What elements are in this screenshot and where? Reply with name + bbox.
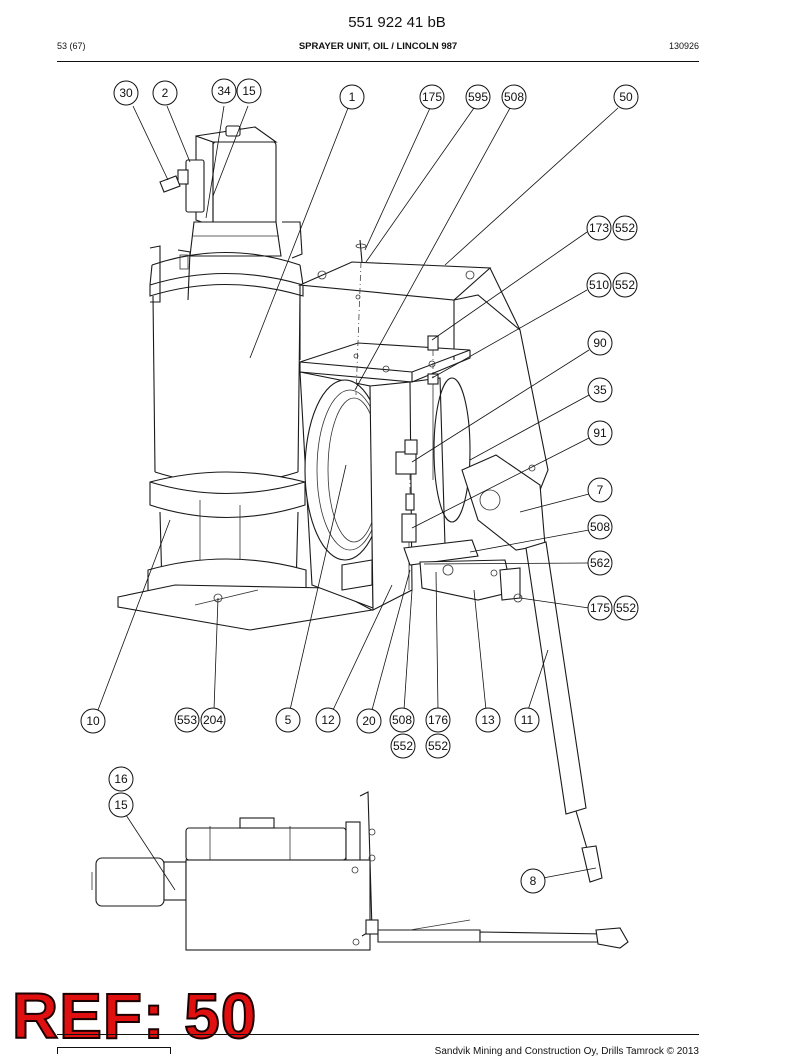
svg-text:175: 175 [422,90,442,104]
pump-cylinder [117,125,374,631]
svg-text:35: 35 [593,383,607,397]
svg-text:508: 508 [504,90,524,104]
callout-bubbles: 30 2 34 15 1 175 595 508 50 173 552 510 … [80,78,639,894]
callout-8: 8 [520,868,546,894]
callout-510: 510 [586,272,612,298]
svg-text:10: 10 [86,714,100,728]
svg-text:552: 552 [393,739,413,753]
svg-text:8: 8 [530,874,537,888]
svg-text:91: 91 [593,426,607,440]
svg-text:176: 176 [428,713,448,727]
reference-stamp: REF: 50 [11,980,258,1052]
callout-176: 176 [425,707,451,733]
svg-text:595: 595 [468,90,488,104]
callout-35: 35 [587,377,613,403]
side-view-assembly [91,791,629,951]
svg-text:30: 30 [119,86,133,100]
page-title: SPRAYER UNIT, OIL / LINCOLN 987 [298,41,458,52]
callout-552: 552 [612,215,638,241]
svg-text:552: 552 [616,601,636,615]
housing-box [297,239,603,883]
header-divider [57,61,699,62]
page-number: 53 (67) [57,41,86,51]
callout-50: 50 [613,84,639,110]
svg-text:12: 12 [321,713,335,727]
callout-34: 34 [211,78,237,104]
svg-text:7: 7 [597,483,604,497]
svg-text:15: 15 [242,84,256,98]
callout-91: 91 [587,420,613,446]
callout-20: 20 [356,708,382,734]
callout-15: 15 [108,792,134,818]
callout-552: 552 [390,733,416,759]
callout-175: 175 [419,84,445,110]
svg-text:173: 173 [589,221,609,235]
svg-text:552: 552 [428,739,448,753]
callout-552: 552 [425,733,451,759]
callout-15: 15 [236,78,262,104]
document-number: 551 922 41 bB [348,14,446,31]
company-logo [57,1047,171,1054]
svg-text:15: 15 [114,798,128,812]
callout-508: 508 [501,84,527,110]
callout-552: 552 [612,272,638,298]
callout-7: 7 [587,477,613,503]
callout-553: 553 [174,707,200,733]
svg-text:1: 1 [349,90,356,104]
svg-text:204: 204 [203,713,223,727]
svg-text:34: 34 [217,84,231,98]
callout-16: 16 [108,766,134,792]
svg-text:2: 2 [162,86,169,100]
callout-562: 562 [587,550,613,576]
callout-5: 5 [275,707,301,733]
callout-11: 11 [514,707,540,733]
svg-text:562: 562 [590,556,610,570]
svg-text:508: 508 [590,520,610,534]
svg-text:508: 508 [392,713,412,727]
footer-divider [57,1034,699,1035]
svg-text:552: 552 [615,221,635,235]
svg-text:13: 13 [481,713,495,727]
svg-text:553: 553 [177,713,197,727]
revision-code: 130926 [668,41,699,51]
svg-text:11: 11 [521,713,534,727]
footer-copyright: Sandvik Mining and Construction Oy, Dril… [434,1046,699,1057]
callout-12: 12 [315,707,341,733]
svg-text:20: 20 [362,714,376,728]
callout-30: 30 [113,80,139,106]
callout-204: 204 [200,707,226,733]
svg-text:175: 175 [590,601,610,615]
callout-13: 13 [475,707,501,733]
svg-text:16: 16 [114,772,128,786]
svg-text:50: 50 [619,90,633,104]
callout-175: 175 [587,595,613,621]
callout-173: 173 [586,215,612,241]
callout-508: 508 [389,707,415,733]
callout-552: 552 [613,595,639,621]
callout-2: 2 [152,80,178,106]
header-row: 53 (67) SPRAYER UNIT, OIL / LINCOLN 987 … [57,41,699,55]
svg-text:5: 5 [285,713,292,727]
callout-10: 10 [80,708,106,734]
callout-1: 1 [339,84,365,110]
svg-text:552: 552 [615,278,635,292]
svg-text:510: 510 [589,278,609,292]
callout-595: 595 [465,84,491,110]
callout-508: 508 [587,514,613,540]
svg-text:90: 90 [593,336,607,350]
callout-90: 90 [587,330,613,356]
leader-lines [97,105,619,891]
